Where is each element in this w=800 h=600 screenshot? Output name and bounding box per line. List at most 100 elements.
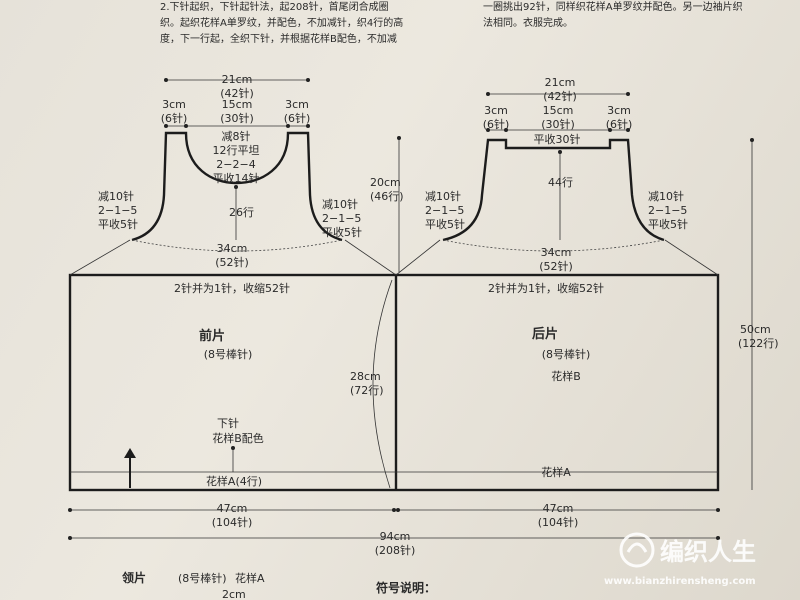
back-neck-bindoff: 平收30针 [534, 132, 581, 146]
dim-dot [286, 124, 290, 128]
front-title: 前片 [199, 328, 225, 344]
front-knit-label: 下针 [217, 416, 239, 430]
back-title: 后片 [532, 326, 558, 342]
dim-dot [68, 536, 72, 540]
dim-dot [626, 92, 630, 96]
dim-dot [558, 150, 562, 154]
instruction-left-line1: 2.下针起织，下针起针法，起208针，首尾闭合成圈 [160, 0, 389, 13]
front-needle: (8号棒针) [204, 347, 253, 361]
dim-dot [716, 508, 720, 512]
front-left-6st: (6针) [161, 111, 188, 125]
back-30st: (30针) [541, 117, 575, 131]
instruction-left-line3: 度，下一行起，全织下针，并根据花样B配色，不加减 [160, 32, 397, 45]
front-right-connector [344, 239, 397, 276]
dim-dot [397, 136, 401, 140]
dim-dot [392, 508, 396, 512]
dim-dot [68, 508, 72, 512]
instruction-right-line2: 法相同。衣服完成。 [483, 16, 573, 29]
watermark-logo: 编织人生 www.bianzhirensheng.com [604, 532, 756, 587]
dim-dot [234, 185, 238, 189]
instruction-right-line1: 一圈挑出92针，同样织花样A单罗纹并配色。另一边袖片织 [483, 0, 743, 13]
front-neck-bindoff: 平收14针 [213, 171, 260, 185]
back-34cm: 34cm [541, 246, 572, 259]
back-left-dec1: 减10针 [425, 189, 461, 203]
back-47cm: 47cm [543, 502, 574, 515]
dim-dot [306, 124, 310, 128]
front-left-dec1: 减10针 [98, 189, 134, 203]
front-47cm: 47cm [217, 502, 248, 515]
back-yoke-outline [442, 138, 665, 242]
back-right-3cm: 3cm [607, 104, 631, 117]
front-neck-rule: 2−2−4 [216, 158, 255, 171]
dim-dot [164, 124, 168, 128]
dim-dot [231, 446, 235, 450]
watermark-url: www.bianzhirensheng.com [604, 576, 756, 587]
back-21cm: 21cm [545, 76, 576, 89]
dim-dot [184, 124, 188, 128]
front-neck-dec: 减8针 [222, 129, 251, 143]
back-left-dec2: 2−1−5 [425, 204, 464, 217]
body-outline [68, 273, 720, 492]
front-right-3cm: 3cm [285, 98, 309, 111]
front-52st: (52针) [215, 255, 249, 269]
front-right-dec3: 平收5针 [322, 225, 362, 239]
back-right-dec2: 2−1−5 [648, 204, 687, 217]
dim-dot [626, 128, 630, 132]
front-pattern-b-color: 花样B配色 [212, 431, 264, 445]
back-right-dec3: 平收5针 [648, 217, 688, 231]
front-yoke-base [131, 239, 343, 252]
front-26rows: 26行 [229, 206, 254, 219]
collar-2cm: 2cm [222, 588, 246, 600]
back-merge-note: 2针并为1针，收缩52针 [488, 281, 604, 295]
collar-label: 领片 [122, 570, 146, 585]
back-52st: (52针) [539, 259, 573, 273]
dim-dot [504, 128, 508, 132]
back-right-dec1: 减10针 [648, 189, 684, 203]
dim-dot [164, 78, 168, 82]
front-30st: (30针) [220, 111, 254, 125]
back-left-dec3: 平收5针 [425, 217, 465, 231]
middle-46rows: (46行) [370, 190, 404, 203]
dim-dot [608, 128, 612, 132]
back-right-6st: (6针) [606, 117, 633, 131]
back-104st: (104针) [538, 515, 579, 529]
back-needle: (8号棒针) [542, 347, 591, 361]
front-pattern-a: 花样A(4行) [206, 474, 262, 488]
knit-direction-arrow-icon [124, 448, 136, 488]
collar-pattern: 花样A [235, 571, 265, 585]
front-merge-note: 2针并为1针，收缩52针 [174, 281, 290, 295]
back-pattern-b: 花样B [551, 369, 581, 383]
front-left-3cm: 3cm [162, 98, 186, 111]
front-left-dec2: 2−1−5 [98, 204, 137, 217]
front-left-dec3: 平收5针 [98, 217, 138, 231]
front-34cm: 34cm [217, 242, 248, 255]
front-21cm: 21cm [222, 73, 253, 86]
dim-dot [716, 536, 720, 540]
front-neck-flat: 12行平坦 [213, 143, 260, 157]
right-122rows: (122行) [738, 337, 779, 350]
back-left-connector [395, 239, 441, 276]
middle-20cm: 20cm [370, 176, 401, 189]
back-15cm: 15cm [543, 104, 574, 117]
front-yoke-outline [131, 131, 343, 242]
instruction-left-line2: 织。起织花样A单罗纹，并配色，不加减针，织4行的高 [160, 16, 403, 29]
dim-dot [486, 92, 490, 96]
total-208st: (208针) [375, 543, 416, 557]
dim-dot [486, 128, 490, 132]
collar-needle: (8号棒针) [178, 571, 227, 585]
front-right-6st: (6针) [284, 111, 311, 125]
middle-28cm: 28cm [350, 370, 381, 383]
back-pattern-a: 花样A [541, 465, 571, 479]
front-right-dec2: 2−1−5 [322, 212, 361, 225]
watermark-brand: 编织人生 [660, 538, 756, 566]
back-left-3cm: 3cm [484, 104, 508, 117]
legend-label: 符号说明： [376, 580, 436, 595]
dim-dot [396, 508, 400, 512]
back-left-6st: (6针) [483, 117, 510, 131]
front-42st: (42针) [220, 86, 254, 100]
front-15cm: 15cm [222, 98, 253, 111]
right-50cm: 50cm [740, 323, 771, 336]
middle-72rows: (72行) [350, 384, 384, 397]
